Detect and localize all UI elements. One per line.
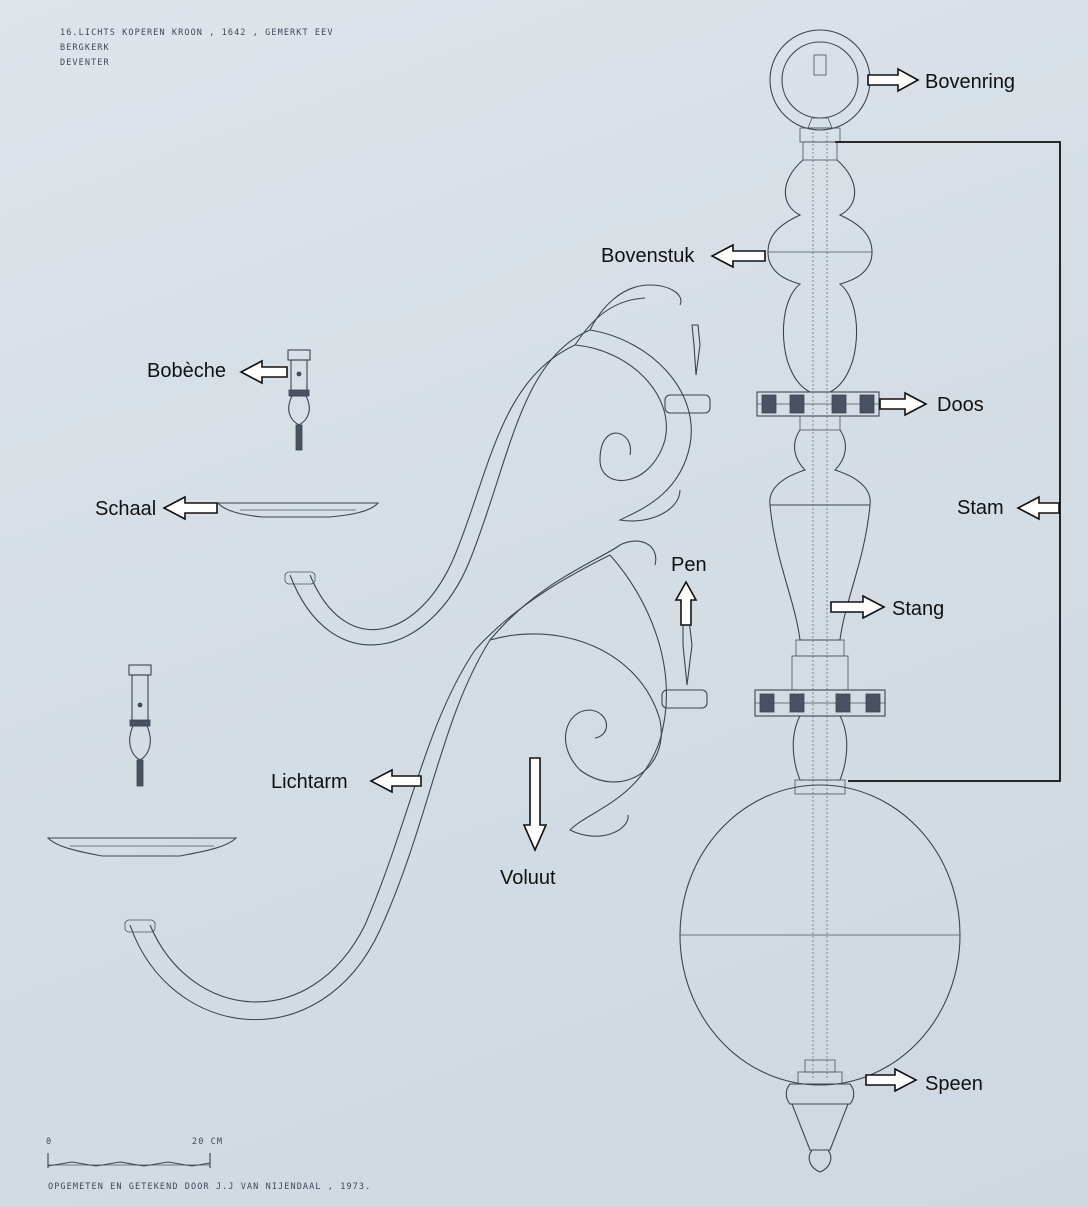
scale-bar: 0 20 CM — [46, 1137, 223, 1168]
label-doos: Doos — [937, 394, 984, 416]
label-stam: Stam — [957, 497, 1004, 519]
header-line-3: DEVENTER — [60, 58, 110, 68]
label-voluut: Voluut — [500, 867, 556, 889]
bovenring-arrow — [867, 67, 920, 93]
label-speen: Speen — [925, 1073, 983, 1095]
stang-arrow — [830, 594, 886, 620]
scale-start-label: 0 — [46, 1137, 52, 1147]
top-ring-inner — [781, 41, 859, 119]
stam-bracket — [835, 141, 1061, 782]
upper-bobeche-drawing — [287, 349, 311, 451]
lower-saucer-drawing — [46, 837, 238, 857]
lower-arm-drawing — [124, 540, 708, 1021]
doos-arrow — [879, 391, 928, 417]
top-ring-outer — [769, 29, 871, 131]
bovenstuk-arrow — [710, 243, 766, 269]
stem-drawing — [679, 29, 961, 1173]
label-bovenstuk: Bovenstuk — [601, 245, 695, 267]
label-bobeche: Bobèche — [147, 360, 226, 382]
header-line-1: 16.LICHTS KOPEREN KROON , 1642 , GEMERKT… — [60, 28, 334, 38]
stam-arrow — [1016, 495, 1060, 521]
lichtarm-arrow — [369, 768, 422, 794]
label-bovenring: Bovenring — [925, 71, 1015, 93]
label-schaal: Schaal — [95, 498, 156, 520]
voluut-arrow — [522, 757, 548, 852]
pen-arrow — [674, 580, 698, 626]
label-lichtarm: Lichtarm — [271, 771, 348, 793]
header-line-2: BERGKERK — [60, 43, 110, 53]
label-pen: Pen — [671, 554, 707, 576]
bobeche-arrow — [239, 359, 288, 385]
lower-bobeche-drawing — [128, 664, 152, 787]
ring-hanger — [813, 54, 827, 76]
upper-arm-drawing — [284, 284, 711, 646]
scale-end-label: 20 CM — [192, 1137, 223, 1147]
footer-credit: OPGEMETEN EN GETEKEND DOOR J.J VAN NIJEN… — [48, 1182, 371, 1192]
schaal-arrow — [162, 495, 218, 521]
speen-arrow — [865, 1067, 918, 1093]
upper-saucer-drawing — [216, 502, 380, 518]
label-stang: Stang — [892, 598, 944, 620]
